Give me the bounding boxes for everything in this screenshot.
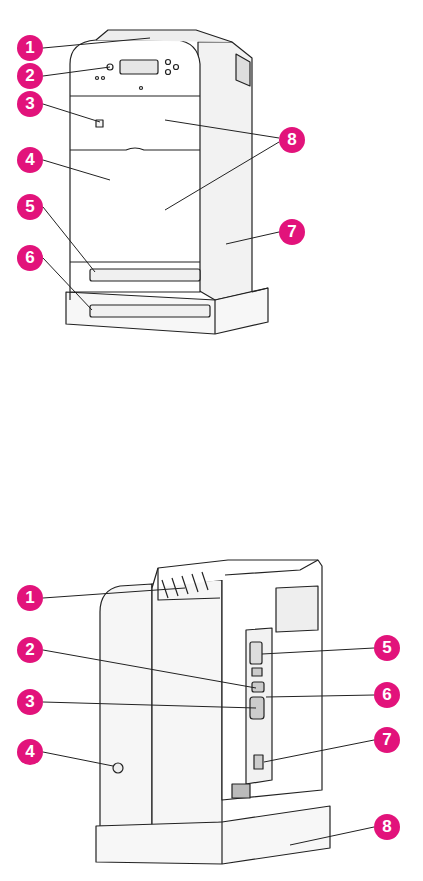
- callout-number: 4: [17, 147, 43, 173]
- callout-number: 7: [374, 727, 400, 753]
- callout-number: 1: [17, 585, 43, 611]
- callout-number: 2: [17, 637, 43, 663]
- callout-number: 3: [17, 689, 43, 715]
- callout-number: 8: [279, 127, 305, 153]
- callout-number: 5: [17, 194, 43, 220]
- callout-number: 3: [17, 91, 43, 117]
- callout-number: 1: [17, 35, 43, 61]
- callout-number: 2: [17, 63, 43, 89]
- callout-number: 7: [279, 219, 305, 245]
- callout-number: 4: [17, 739, 43, 765]
- callout-number: 5: [374, 635, 400, 661]
- callout-number: 6: [17, 245, 43, 271]
- callout-number: 8: [374, 814, 400, 840]
- callout-number: 6: [374, 682, 400, 708]
